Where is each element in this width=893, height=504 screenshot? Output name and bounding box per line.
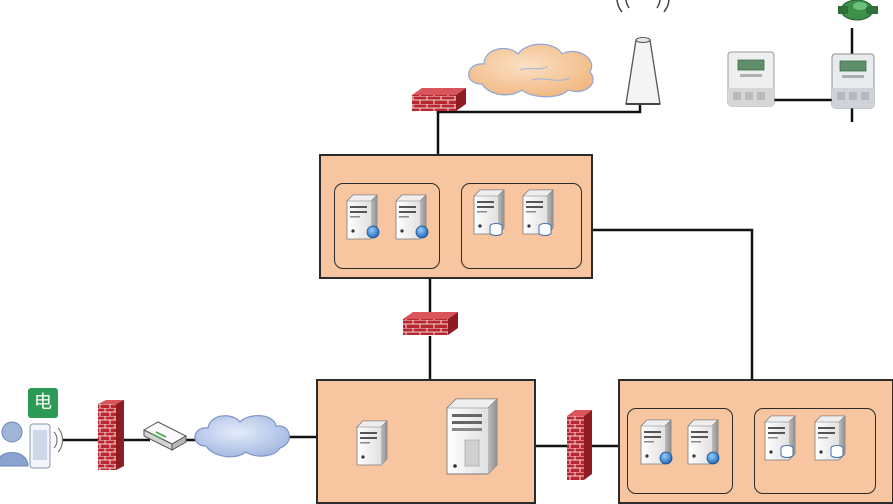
database-server-icon [473, 189, 505, 236]
wireless-antenna-icon [616, 0, 670, 105]
database-server-group-2 [754, 408, 876, 494]
router-icon [142, 421, 188, 451]
web-server-icon [640, 419, 673, 465]
power-app-badge[interactable]: 电 [28, 388, 58, 418]
web-server-icon [687, 419, 720, 465]
link-top-zone-right-zone [592, 228, 754, 380]
web-server-icon [395, 194, 429, 240]
web-server-group [334, 183, 440, 269]
electric-meter-icon [831, 53, 875, 109]
firewall-icon [403, 312, 458, 335]
firewall-icon [412, 88, 466, 111]
firewall-icon [567, 410, 592, 480]
user-icon [0, 421, 29, 467]
electric-meter-icon [727, 51, 775, 107]
cloud-icon [468, 43, 594, 98]
water-meter-icon [838, 0, 878, 21]
database-server-icon [522, 189, 554, 236]
web-server-icon [346, 194, 380, 240]
firewall-icon [98, 400, 124, 470]
database-server-group [461, 183, 582, 269]
mobile-phone-icon [29, 423, 64, 469]
server-tower-icon [446, 398, 498, 475]
database-server-icon [814, 415, 846, 461]
server-icon [356, 420, 388, 466]
web-server-group-2 [627, 408, 733, 494]
cloud-icon [194, 415, 290, 458]
database-server-icon [764, 415, 796, 461]
